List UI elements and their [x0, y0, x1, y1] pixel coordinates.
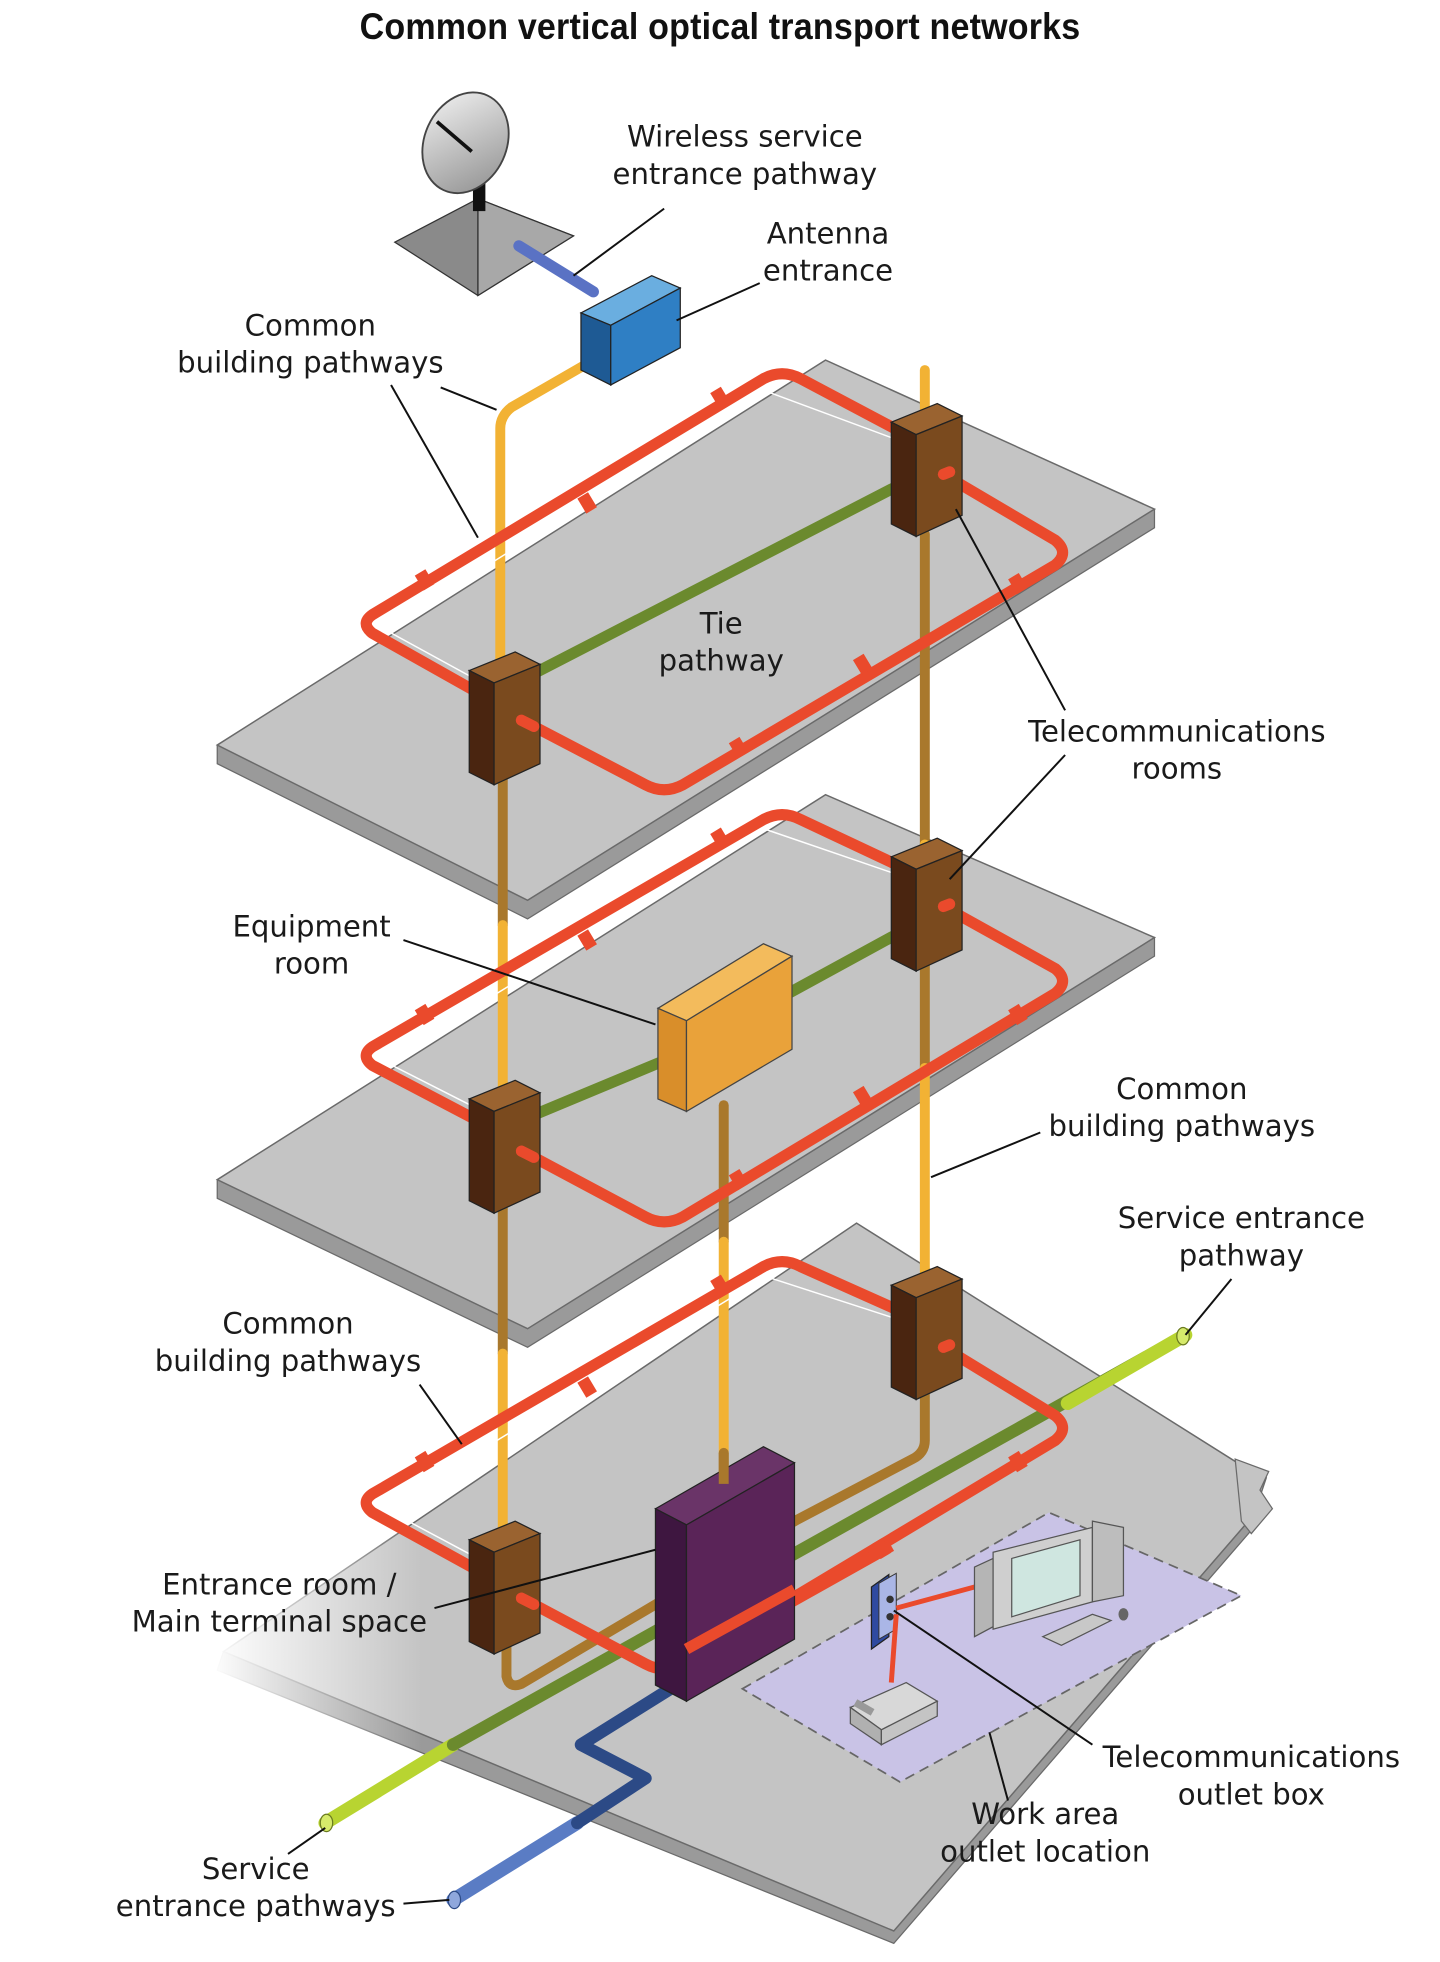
label-work-area-line2: outlet location — [940, 1834, 1150, 1868]
label-common-building-right-line2: building pathways — [1049, 1109, 1315, 1143]
telecom-rooms — [467, 402, 964, 1656]
telephone-icon — [849, 1681, 939, 1746]
label-service-entrance-right-line1: Service entrance — [1118, 1201, 1365, 1235]
label-entrance-room-line2: Main terminal space — [132, 1605, 427, 1639]
label-wireless-service-entrance-line2: entrance pathway — [613, 157, 878, 191]
label-telecom-outlet-box-line1: Telecommunications — [1102, 1740, 1400, 1774]
labels: Wireless service entrance pathway Antenn… — [116, 120, 1400, 1924]
telecom-room-middle-left — [467, 1079, 542, 1215]
tie-pathway-middle-left — [522, 1049, 683, 1124]
label-common-building-left-line1: Common — [222, 1307, 353, 1341]
label-common-building-top-line2: building pathways — [177, 346, 443, 380]
horizontal-pathway-ring-top — [528, 468, 1069, 796]
label-work-area-line1: Work area — [971, 1797, 1119, 1831]
antenna-entrance-box — [579, 274, 682, 386]
service-entrance-green-outside — [318, 1737, 460, 1830]
label-equipment-room-line1: Equipment — [232, 909, 390, 943]
label-common-building-right-line1: Common — [1116, 1072, 1247, 1106]
label-equipment-room-line2: room — [274, 947, 349, 981]
label-entrance-room-line1: Entrance room / — [162, 1567, 397, 1601]
telecom-room-ground-right — [889, 1265, 964, 1401]
label-antenna-entrance-line1: Antenna — [767, 216, 890, 250]
top-floor-pathways — [360, 368, 1069, 796]
label-telecommunications-rooms-line1: Telecommunications — [1027, 714, 1325, 748]
label-telecommunications-rooms-line2: rooms — [1132, 752, 1223, 786]
label-tie-pathway-line2: pathway — [659, 644, 784, 678]
telecom-room-middle-right — [889, 837, 964, 973]
horizontal-pathway-ring-middle — [528, 900, 1069, 1228]
entrance-room-main-terminal — [654, 1445, 796, 1703]
satellite-dish-icon — [421, 91, 510, 195]
riser-pathways — [495, 355, 930, 1691]
diagram-title: Common vertical optical transport networ… — [359, 6, 1081, 47]
label-common-building-top-line1: Common — [245, 308, 376, 342]
label-service-entrance-left-line2: entrance pathways — [116, 1889, 396, 1923]
label-service-entrance-left-line1: Service — [202, 1852, 310, 1886]
service-entrance-blue-outside — [446, 1816, 585, 1907]
label-common-building-left-line2: building pathways — [155, 1344, 421, 1378]
computer-icon — [973, 1520, 1129, 1647]
label-tie-pathway-line1: Tie — [699, 606, 743, 640]
label-telecom-outlet-box-line2: outlet box — [1178, 1777, 1325, 1811]
ground-floor-pathways — [318, 1256, 1193, 1910]
tie-pathway-top — [522, 466, 931, 683]
label-wireless-service-entrance-line1: Wireless service — [627, 120, 863, 154]
equipment-room — [656, 943, 794, 1113]
top-floor — [215, 359, 1157, 920]
riser-left-top — [495, 355, 599, 676]
label-service-entrance-right-line2: pathway — [1179, 1238, 1304, 1272]
label-antenna-entrance-line2: entrance — [763, 254, 893, 288]
antenna — [393, 91, 599, 298]
telecom-room-top-left — [467, 651, 542, 786]
telecom-room-ground-left — [467, 1520, 542, 1656]
work-area-outlet-location — [740, 1511, 1244, 1783]
leader-lines — [287, 207, 1233, 1905]
